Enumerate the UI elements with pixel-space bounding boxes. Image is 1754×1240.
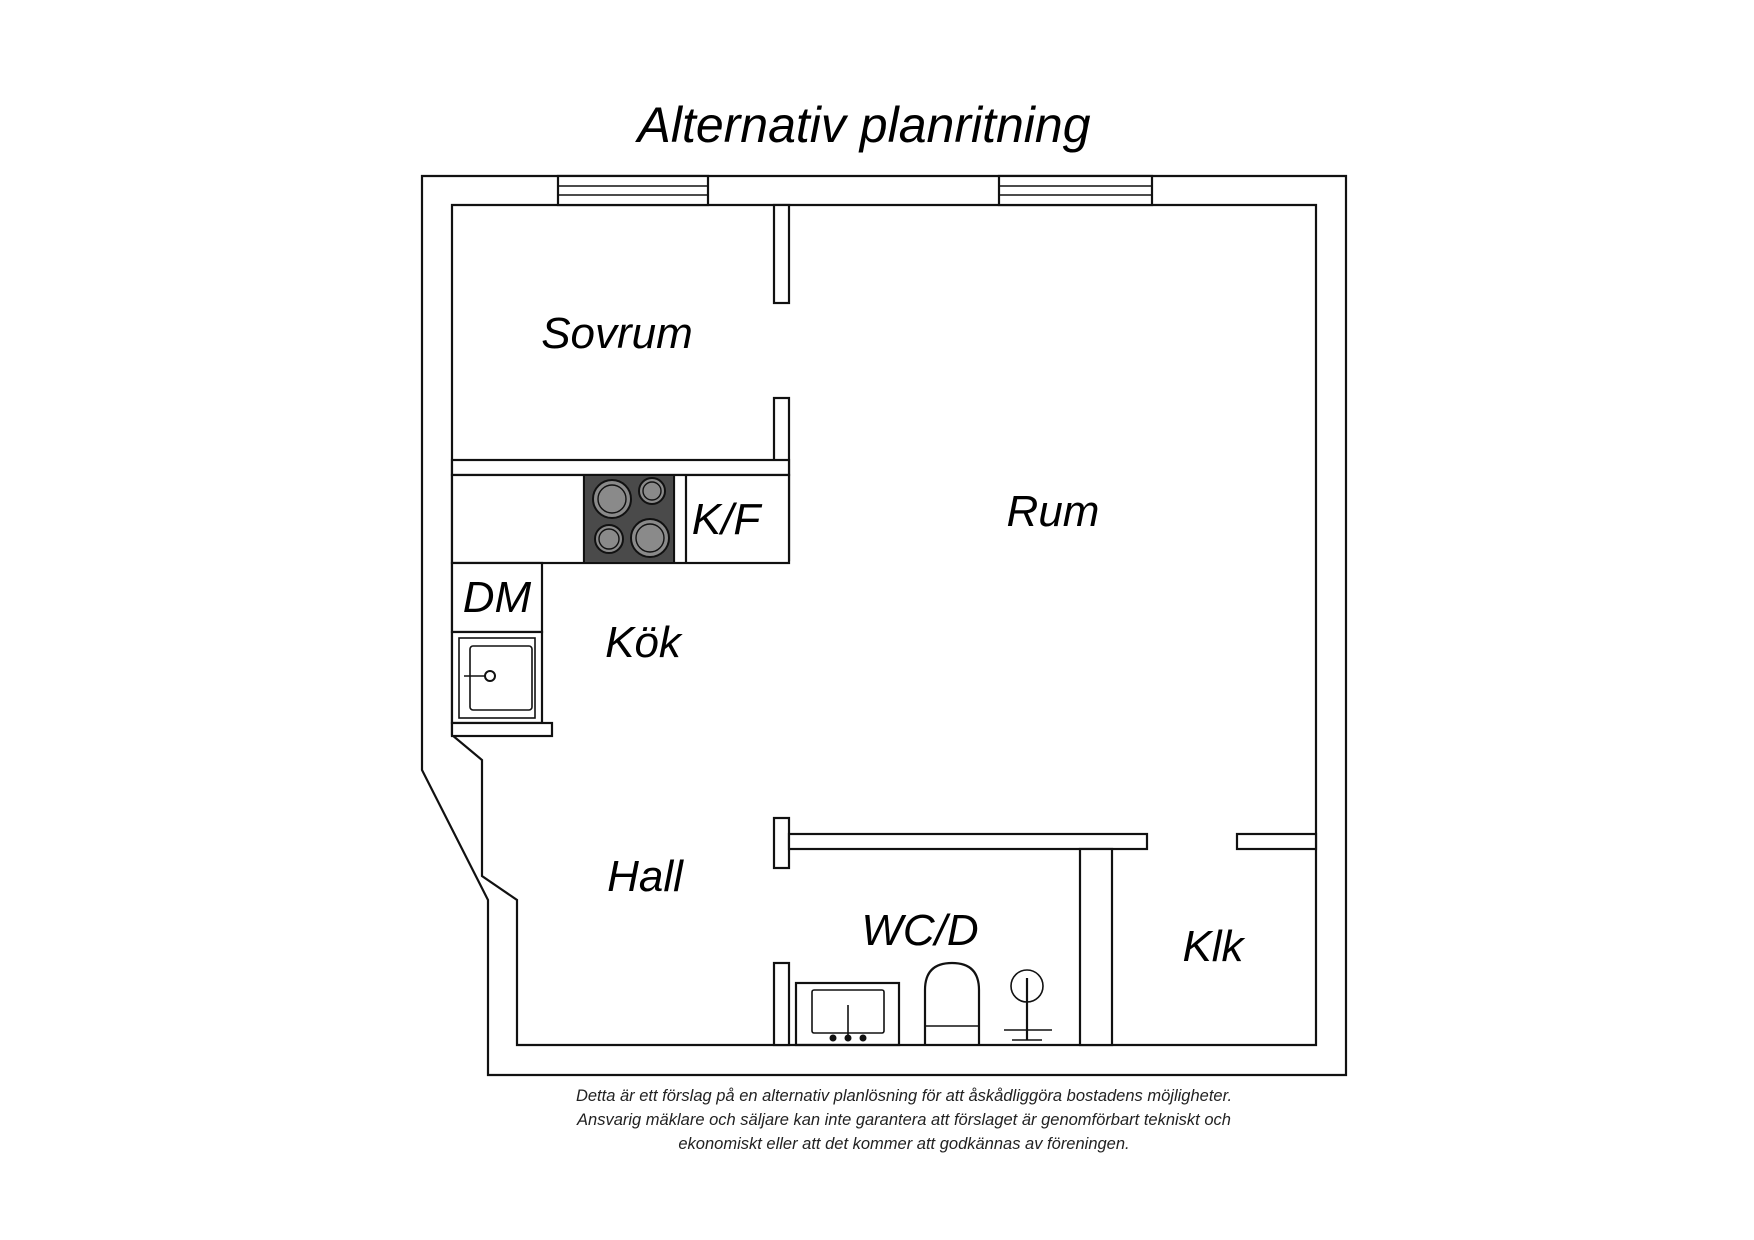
plan-title: Alternativ planritning — [634, 97, 1090, 153]
wall-bath-north — [787, 832, 1149, 851]
room-label-kok: Kök — [605, 618, 683, 667]
room-label-klk: Klk — [1182, 922, 1245, 971]
room-label-sovrum: Sovrum — [541, 309, 693, 358]
room-label-rum: Rum — [1007, 487, 1100, 536]
stove — [583, 474, 675, 564]
outer-walls — [420, 174, 1348, 1077]
shower — [1004, 969, 1052, 1041]
disclaimer-line-2: Ansvarig mäklare och säljare kan inte ga… — [576, 1111, 1231, 1129]
disclaimer-line-3: ekonomiskt eller att det kommer att godk… — [678, 1135, 1129, 1153]
room-label-wcd: WC/D — [861, 906, 978, 955]
bathroom-sink — [794, 981, 901, 1047]
wall-klk-north — [1235, 832, 1318, 851]
room-label-hall: Hall — [607, 852, 684, 901]
burner — [592, 479, 632, 519]
wall-sovrum-south — [450, 458, 791, 477]
room-label-dm: DM — [463, 573, 532, 622]
window-sovrum — [556, 174, 710, 207]
disclaimer-line-1: Detta är ett förslag på en alternativ pl… — [576, 1087, 1232, 1105]
burner — [630, 518, 670, 558]
wall-sovrum-east-upper — [772, 203, 791, 305]
wall-hall-upper — [772, 816, 791, 870]
window-rum — [997, 174, 1154, 207]
toilet — [923, 961, 981, 1045]
wall-hall-lower — [772, 961, 791, 1047]
room-label-kf: K/F — [692, 495, 763, 544]
counter-end — [450, 721, 554, 738]
wall-bath-east — [1078, 847, 1114, 1047]
kitchen-sink — [450, 630, 544, 725]
